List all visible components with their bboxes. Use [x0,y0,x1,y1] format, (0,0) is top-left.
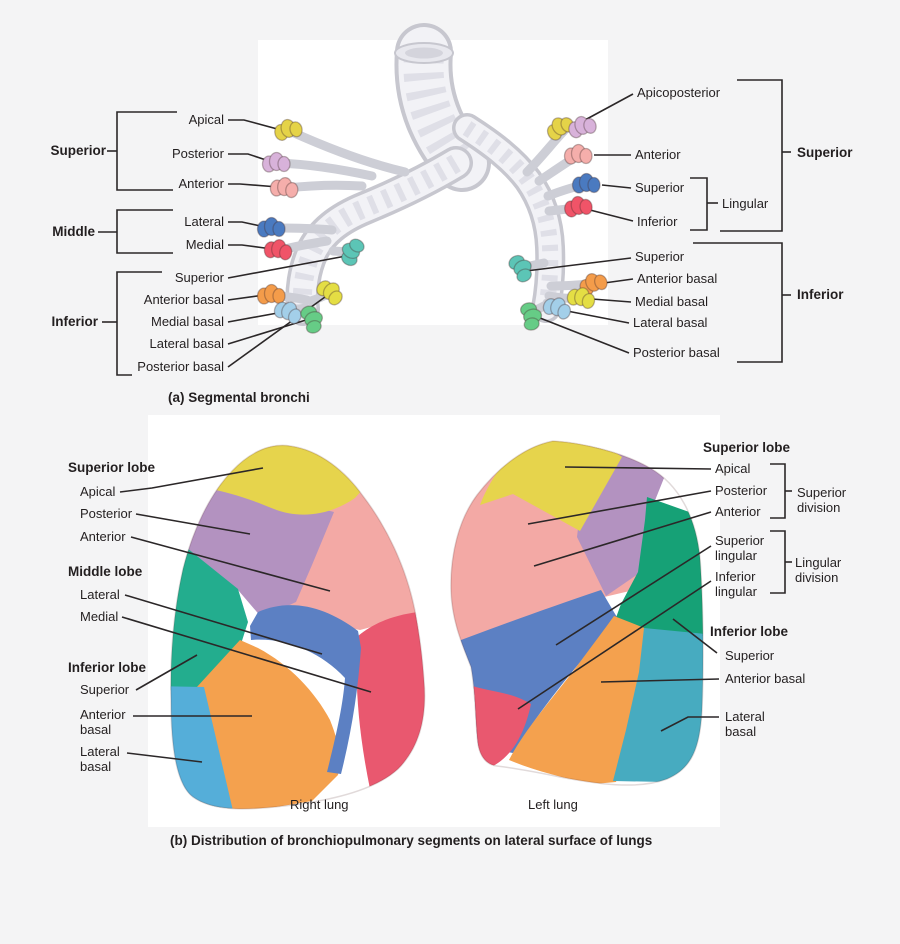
label-b-lingular-division: Lingular division [795,555,842,585]
brackets-b [770,463,792,594]
label-left-lung-name: Left lung [528,797,578,812]
label-b-right-lateral-basal: Lateral basal [80,744,120,774]
left-lung-segment-lateral-basal [613,628,704,782]
label-a-superior-left: Superior [635,249,685,264]
heading-right-superior-lobe: Superior lobe [68,460,156,475]
caption-a: (a) Segmental bronchi [168,390,310,405]
right-lung-segment-anterior-basal [196,640,340,809]
label-a-apicoposterior-left: Apicoposterior [637,85,721,100]
label-a-inferior-lingular-left: Inferior [637,214,678,229]
label-a-posterior-basal-left: Posterior basal [633,345,720,360]
left-lung [450,440,704,786]
label-b-right-posterior: Posterior [80,506,133,521]
left-main-bronchus [452,113,566,323]
right-lung-segment-lateral [250,605,361,774]
curl-lateral-right [256,216,286,238]
bronchial-tree [98,23,791,376]
heading-left-superior-lobe: Superior lobe [703,440,791,455]
label-a-posterior-right: Posterior [171,146,224,161]
label-a-lateral-basal-left: Lateral basal [633,315,708,330]
label-a-superior-right: Superior [174,270,224,285]
label-b-left-superior-lingular: Superior lingular [715,533,765,563]
label-a-medial-basal-left: Medial basal [635,294,708,309]
group-label-superior-lobe-left: Superior [797,145,853,160]
left-lung-segment-anterior-basal [509,616,647,784]
label-b-left-anterior-basal: Anterior basal [725,671,806,686]
group-label-superior-lobe-right: Superior [50,143,106,158]
label-a-apical-right: Apical [188,112,224,127]
heading-right-middle-lobe: Middle lobe [68,564,143,579]
right-lung-segment-medial [356,612,425,789]
heading-left-inferior-lobe: Inferior lobe [710,624,789,639]
group-label-inferior-lobe-left: Inferior [797,287,844,302]
right-lung [170,444,426,810]
label-b-left-lateral-basal: Lateral basal [725,709,765,739]
left-lung-segment-inferior-lingular [465,683,531,767]
curl-posterior-right [261,151,291,173]
label-a-lingular-group: Lingular [722,196,769,211]
curl-superior-lingular-left [571,172,601,194]
label-b-left-inferior-lingular: Inferior lingular [715,569,757,599]
label-b-right-anterior: Anterior [80,529,126,544]
label-a-medial-right: Medial [185,237,224,252]
right-main-bronchus [285,146,473,326]
label-b-left-anterior: Anterior [715,504,761,519]
label-a-medial-basal-right: Medial basal [151,314,224,329]
curl-anterior-basal-right [256,283,286,305]
label-b-right-anterior-basal: Anterior basal [80,707,126,737]
group-label-middle-lobe-right: Middle [52,224,95,239]
right-lung-segment-apical [170,445,425,515]
label-right-lung-name: Right lung [290,797,349,812]
label-b-superior-division: Superior division [797,485,847,515]
curl-anterior-left [563,143,593,165]
label-b-right-medial: Medial [80,609,119,624]
brackets-a [98,79,791,376]
label-a-anterior-basal-right: Anterior basal [143,292,224,307]
label-a-anterior-right: Anterior [178,176,224,191]
label-a-superior-lingular-left: Superior [635,180,685,195]
trachea [394,23,491,192]
label-a-anterior-left: Anterior [635,147,681,162]
label-a-posterior-basal-right: Posterior basal [137,359,224,374]
label-b-left-superior: Superior [725,648,775,663]
label-a-anterior-basal-left: Anterior basal [637,271,718,286]
label-b-right-apical: Apical [80,484,116,499]
label-a-lateral-basal-right: Lateral basal [149,336,224,351]
label-b-right-superior: Superior [80,682,130,697]
caption-b: (b) Distribution of bronchiopulmonary se… [170,833,653,848]
heading-right-inferior-lobe: Inferior lobe [68,660,147,675]
leader-lines-b [119,466,720,763]
curl-medial-right [262,236,295,262]
curl-apicoposterior-left-b [565,112,599,140]
label-a-lateral-right: Lateral [184,214,224,229]
group-label-inferior-lobe-right: Inferior [51,314,98,329]
label-b-left-apical: Apical [715,461,751,476]
label-b-right-lateral: Lateral [80,587,120,602]
right-lung-segment-lateral-basal [170,686,234,809]
left-lung-segment-superior [610,497,704,636]
curl-anterior-right [268,175,300,200]
curl-inferior-lingular-left [562,194,594,219]
label-b-left-posterior: Posterior [715,483,768,498]
